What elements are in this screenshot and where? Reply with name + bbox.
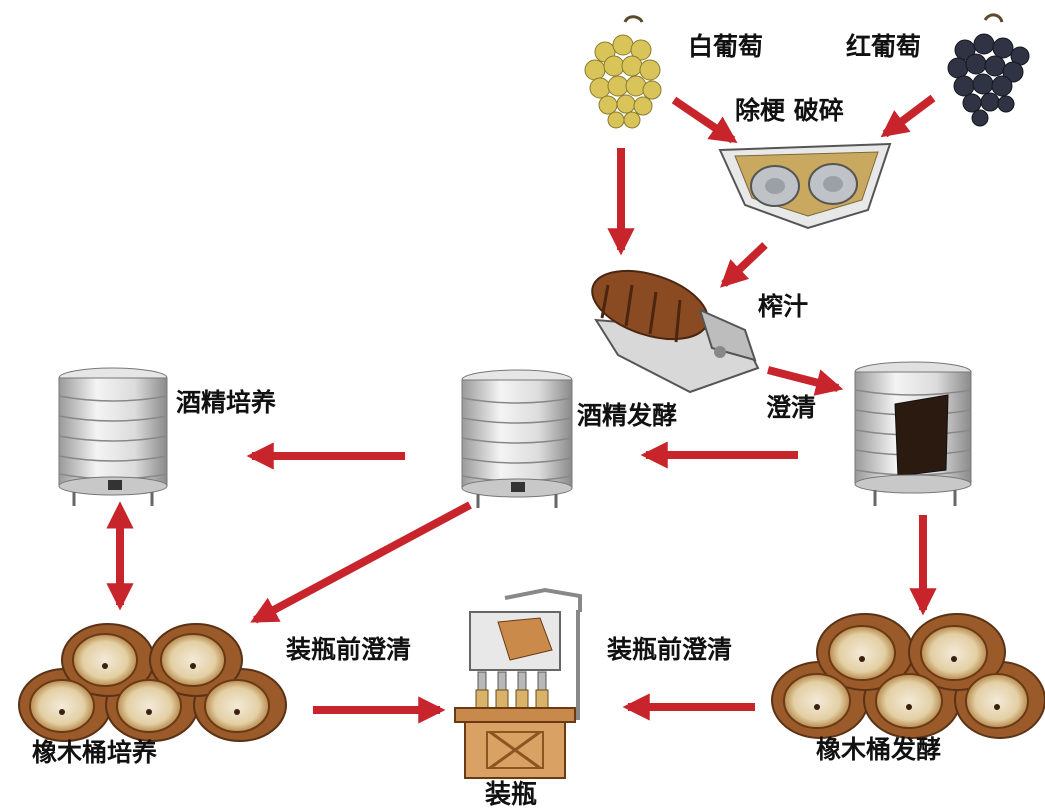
fermentation-tank-icon <box>461 369 573 508</box>
label-oak-barrel-ferment: 橡木桶发酵 <box>816 735 942 764</box>
cultivation-tank-icon <box>58 367 168 506</box>
arrow-red-to-crusher <box>880 94 936 138</box>
clarification-tank-icon <box>854 361 972 506</box>
label-pre-bottling-clarify-left: 装瓶前澄清 <box>286 635 412 664</box>
white-grape-icon <box>584 15 662 129</box>
label-destem-crush: 除梗 破碎 <box>735 96 844 125</box>
label-clarify: 澄清 <box>766 393 817 422</box>
label-bottling: 装瓶 <box>485 780 538 810</box>
oak-barrel-stack-icon <box>18 623 287 742</box>
red-grape-icon <box>947 13 1030 127</box>
label-press: 榨汁 <box>758 292 809 321</box>
label-alcohol-ferment: 酒精发酵 <box>577 401 678 430</box>
label-alcohol-cultivate: 酒精培养 <box>176 388 277 417</box>
bottling-machine-icon <box>454 587 582 779</box>
arrow-white-to-crusher <box>671 96 738 144</box>
label-pre-bottling-clarify-right: 装瓶前澄清 <box>607 635 733 664</box>
label-white-grape: 白葡萄 <box>688 32 764 61</box>
destemmer-crusher-icon <box>718 142 892 230</box>
oak-barrel-stack-icon <box>771 613 1045 739</box>
arrow-press-to-clarify <box>767 366 844 396</box>
label-red-grape: 红葡萄 <box>846 32 922 61</box>
label-oak-barrel-cultivate: 橡木桶培养 <box>32 738 158 767</box>
press-machine-icon <box>591 269 760 394</box>
arrow-ferment-to-oak-barrel <box>250 501 472 624</box>
arrow-crusher-to-press <box>720 242 768 288</box>
flow-arrow-icon <box>106 94 937 724</box>
